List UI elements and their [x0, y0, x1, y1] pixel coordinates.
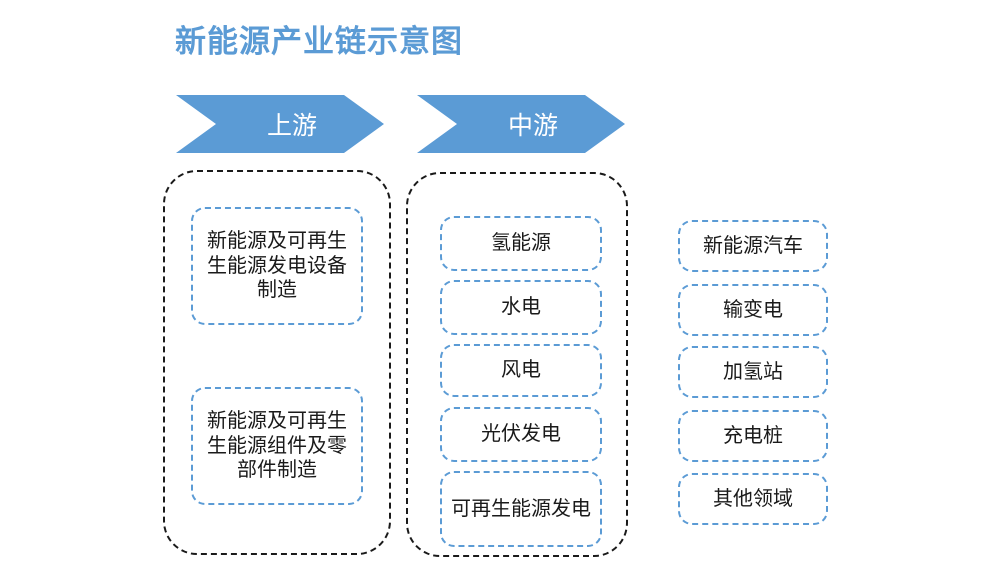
page-title: 新能源产业链示意图 [175, 24, 463, 59]
banner-midstream: 中游 [417, 95, 625, 153]
node-midstream-3[interactable]: 风电 [440, 344, 602, 397]
node-downstream-3[interactable]: 加氢站 [678, 346, 828, 398]
node-upstream-1[interactable]: 新能源及可再生生能源发电设备制造 [191, 207, 363, 325]
node-downstream-1[interactable]: 新能源汽车 [678, 220, 828, 272]
node-midstream-2[interactable]: 水电 [440, 280, 602, 335]
node-upstream-2[interactable]: 新能源及可再生生能源组件及零部件制造 [191, 387, 363, 505]
banner-upstream-label: 上游 [266, 112, 317, 140]
node-downstream-4[interactable]: 充电桩 [678, 410, 828, 462]
node-downstream-5[interactable]: 其他领域 [678, 473, 828, 525]
group-container-midstream [406, 172, 628, 557]
node-downstream-2[interactable]: 输变电 [678, 284, 828, 336]
node-midstream-1[interactable]: 氢能源 [440, 216, 602, 271]
node-midstream-4[interactable]: 光伏发电 [440, 407, 602, 462]
banner-upstream: 上游 [176, 95, 384, 153]
node-midstream-5[interactable]: 可再生能源发电 [440, 471, 602, 547]
banner-midstream-label: 中游 [507, 112, 558, 140]
group-container-upstream [163, 170, 391, 555]
